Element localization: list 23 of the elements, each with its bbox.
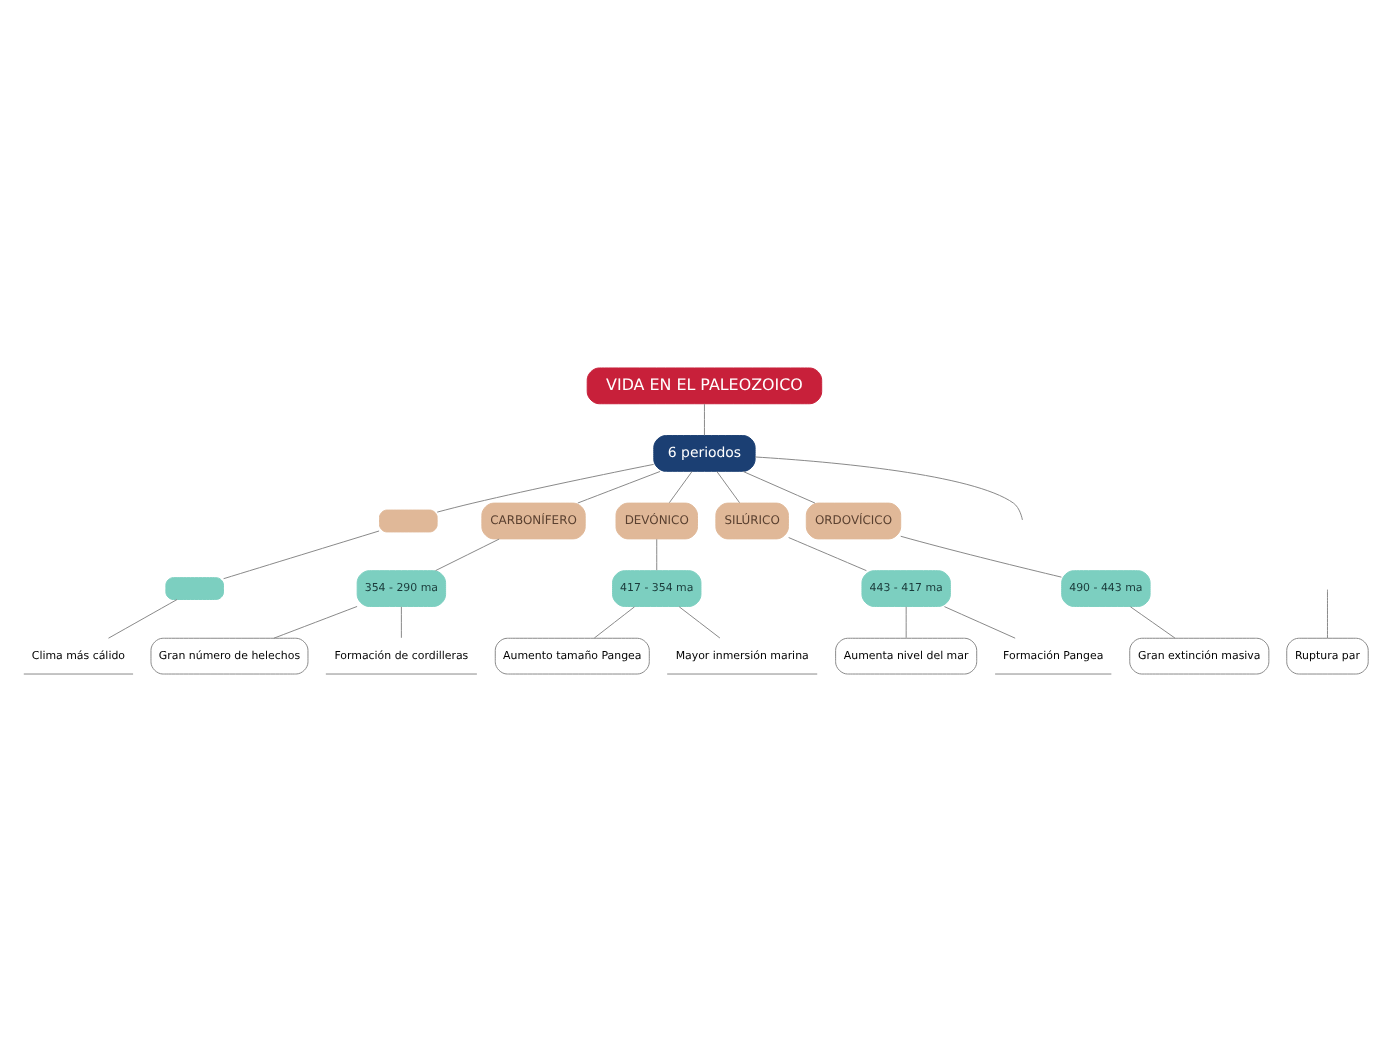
connector <box>900 534 1062 577</box>
connector <box>668 470 693 503</box>
connector <box>788 536 867 571</box>
connector <box>108 598 178 638</box>
connector <box>400 605 402 638</box>
connector <box>577 470 661 503</box>
connector <box>223 529 380 579</box>
connector <box>1327 588 1328 638</box>
connector <box>273 604 358 638</box>
connector <box>1129 605 1176 638</box>
connector <box>703 402 705 435</box>
node-box <box>165 576 224 599</box>
connector <box>943 605 1016 638</box>
connector <box>678 605 721 638</box>
connector <box>435 537 500 571</box>
connector <box>905 605 907 638</box>
connector <box>716 470 741 503</box>
connector <box>742 470 816 503</box>
connector <box>593 605 636 638</box>
connector <box>656 537 658 570</box>
connector <box>436 462 655 512</box>
connector <box>754 455 1023 520</box>
node-box <box>379 508 438 532</box>
